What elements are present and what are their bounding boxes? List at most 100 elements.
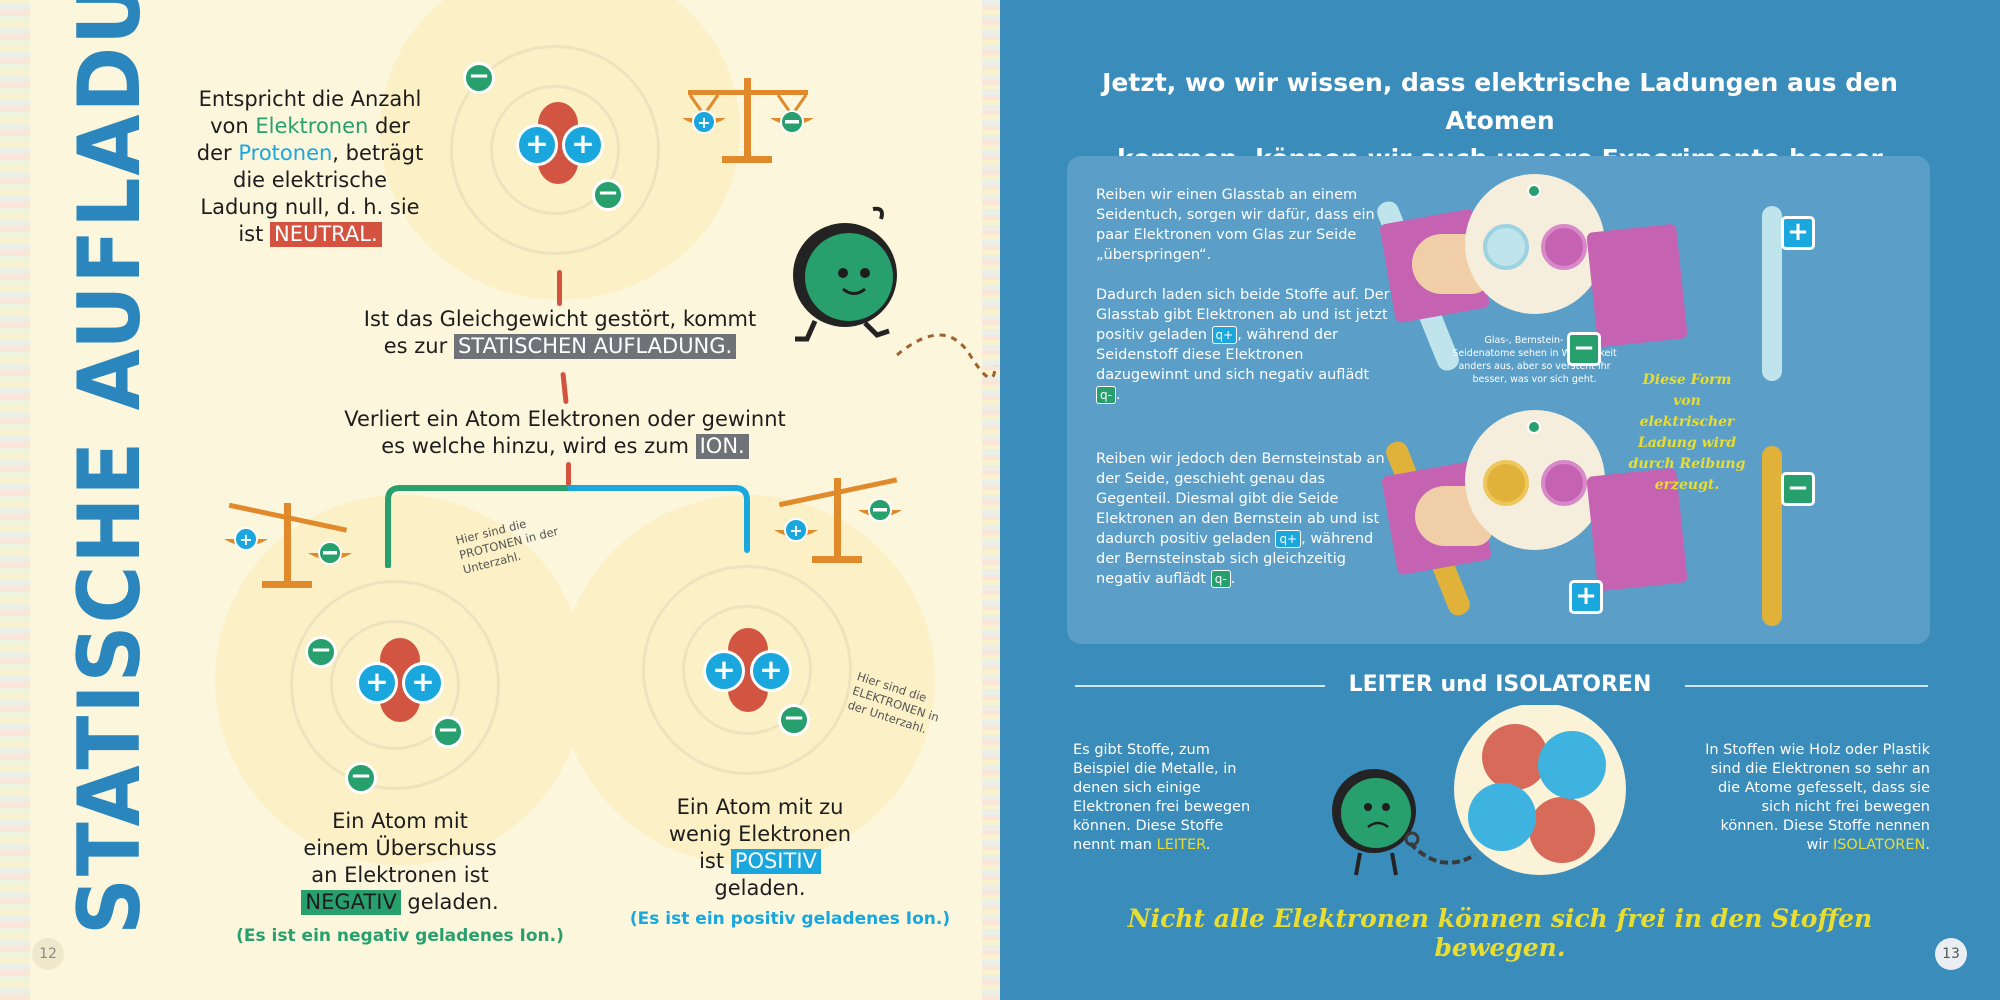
text-span: geladen. [400, 890, 499, 914]
glass-rod-text: Reiben wir einen Glasstab an einem Seide… [1096, 185, 1391, 405]
charge-badge-negative: q- [1210, 570, 1231, 588]
text-line: Ladung null, d. h. sie [200, 195, 420, 219]
experiments-panel: Reiben wir einen Glasstab an einem Seide… [1067, 156, 1930, 644]
electron [1527, 420, 1541, 434]
section-title: LEITER und ISOLATOREN [1348, 672, 1652, 697]
text-span: der [196, 141, 239, 165]
electron: − [592, 179, 624, 211]
text-line: Entspricht die Anzahl [198, 87, 422, 111]
orbit-inner [682, 605, 812, 735]
paragraph: Dadurch laden sich beide Stoffe auf. Der… [1096, 285, 1391, 405]
svg-text:+: + [239, 530, 252, 549]
text-span: Dadurch laden sich beide Stoffe auf. Der… [1096, 287, 1390, 343]
text-line: der Protonen, beträgt [190, 140, 430, 167]
text-span: , während der Seidenstoff diese Elektron… [1096, 327, 1370, 383]
page-title-vertical: STATISCHE AUFLADUNG [60, 0, 160, 936]
text-line: Ist das Gleichgewicht gestört, kommt [363, 307, 757, 331]
text-span: ist [699, 849, 731, 873]
confetti-border-right [982, 0, 1000, 1000]
right-page: Jetzt, wo wir wissen, dass elektrische L… [1000, 0, 2000, 1000]
plus-charge-icon: + [1569, 580, 1603, 614]
orbit-inner [330, 620, 460, 750]
term-protonen: Protonen [238, 141, 333, 165]
text-line: Verliert ein Atom Elektronen oder gewinn… [344, 407, 786, 431]
text-line: an Elektronen ist [311, 863, 489, 887]
label-positiv: POSITIV [730, 849, 821, 874]
proton: + [562, 124, 604, 166]
proton: + [402, 662, 444, 704]
text-line: ist NEUTRAL. [190, 221, 430, 248]
electron: − [463, 62, 495, 94]
positive-ion-note: (Es ist ein positiv geladenes Ion.) [629, 909, 951, 929]
term-isolatoren: ISOLATOREN [1832, 837, 1926, 853]
label-ion: ION. [695, 434, 749, 459]
glass-atom [1483, 224, 1529, 270]
text-span: der [368, 114, 410, 138]
text-line: geladen. [714, 876, 806, 900]
positive-ion-caption: Ein Atom mit zu wenig Elektronen ist POS… [630, 794, 890, 902]
orbit-outer [290, 580, 500, 790]
text-span: Reiben wir jedoch den Bernsteinstab an d… [1096, 451, 1385, 547]
text-line: von Elektronen der [190, 113, 430, 140]
silk-cloth-charged [1586, 223, 1688, 348]
text-span: Es gibt Stoffe, zum Beispiel die Metalle… [1073, 742, 1251, 853]
text-line: einem Überschuss [303, 836, 497, 860]
proton: + [703, 650, 745, 692]
electron: − [305, 636, 337, 668]
connector-line [557, 270, 562, 306]
text-line: Ein Atom mit [332, 809, 468, 833]
label-statische-aufladung: STATISCHEN AUFLADUNG. [453, 334, 737, 359]
text-span: es welche hinzu, wird es zum [381, 434, 696, 458]
amber-rod-text: Reiben wir jedoch den Bernsteinstab an d… [1096, 449, 1396, 589]
minus-charge-icon: − [1567, 332, 1601, 366]
orbit-inner [490, 85, 620, 215]
connector-line [566, 462, 571, 486]
text-span: , während der Bernsteinstab sich gleichz… [1096, 531, 1374, 587]
text-span: . [1205, 837, 1211, 853]
text-line: Ein Atom mit zu [676, 795, 844, 819]
amber-rod-charged [1762, 446, 1782, 626]
atom-transfer-diagram-glass [1465, 174, 1605, 314]
imbalance-text: Ist das Gleichgewicht gestört, kommt es … [340, 306, 780, 360]
amber-atom [1483, 460, 1529, 506]
proton: + [750, 650, 792, 692]
chained-electron-illustration [1332, 705, 1626, 876]
electron [1527, 184, 1541, 198]
orbit-outer [642, 565, 852, 775]
text-span: es zur [383, 334, 454, 358]
text-span: ist [238, 222, 270, 246]
label-neutral: NEUTRAL. [270, 222, 382, 247]
silk-atom [1541, 224, 1587, 270]
electron: − [778, 704, 810, 736]
leiter-text: Es gibt Stoffe, zum Beispiel die Metalle… [1073, 741, 1263, 855]
svg-text:+: + [789, 521, 802, 540]
term-elektronen: Elektronen [255, 114, 369, 138]
plus-charge-icon: + [1781, 216, 1815, 250]
electron: − [345, 762, 377, 794]
electron: − [432, 716, 464, 748]
term-leiter: LEITER [1156, 837, 1206, 853]
svg-text:+: + [697, 113, 710, 132]
page-number-right: 13 [1935, 938, 1967, 970]
text-line: NEGATIV geladen. [270, 889, 530, 916]
paragraph: Reiben wir jedoch den Bernsteinstab an d… [1096, 449, 1396, 589]
left-page: STATISCHE AUFLADUNG + + − − + Entspricht… [0, 0, 1000, 1000]
text-span: von [210, 114, 256, 138]
neutral-explanation: Entspricht die Anzahl von Elektronen der… [190, 86, 430, 248]
orbit-outer [450, 45, 660, 255]
atom-transfer-diagram-amber [1465, 410, 1605, 550]
text-line: wenig Elektronen [668, 822, 852, 846]
negative-ion-caption: Ein Atom mit einem Überschuss an Elektro… [270, 808, 530, 916]
text-span: In Stoffen wie Holz oder Plastik sind di… [1705, 742, 1930, 853]
page-number-left: 12 [32, 938, 64, 970]
minus-charge-icon: − [1781, 472, 1815, 506]
section-divider-left [1075, 685, 1325, 687]
charge-badge-positive: q+ [1211, 326, 1238, 344]
text-span: . [1115, 387, 1121, 403]
balance-scale-balanced-icon: + [682, 78, 814, 163]
text-span: , beträgt [332, 141, 424, 165]
proton: + [516, 124, 558, 166]
branch-connector [385, 485, 750, 568]
text-line: die elektrische [232, 168, 387, 192]
text-span: . [1230, 571, 1236, 587]
